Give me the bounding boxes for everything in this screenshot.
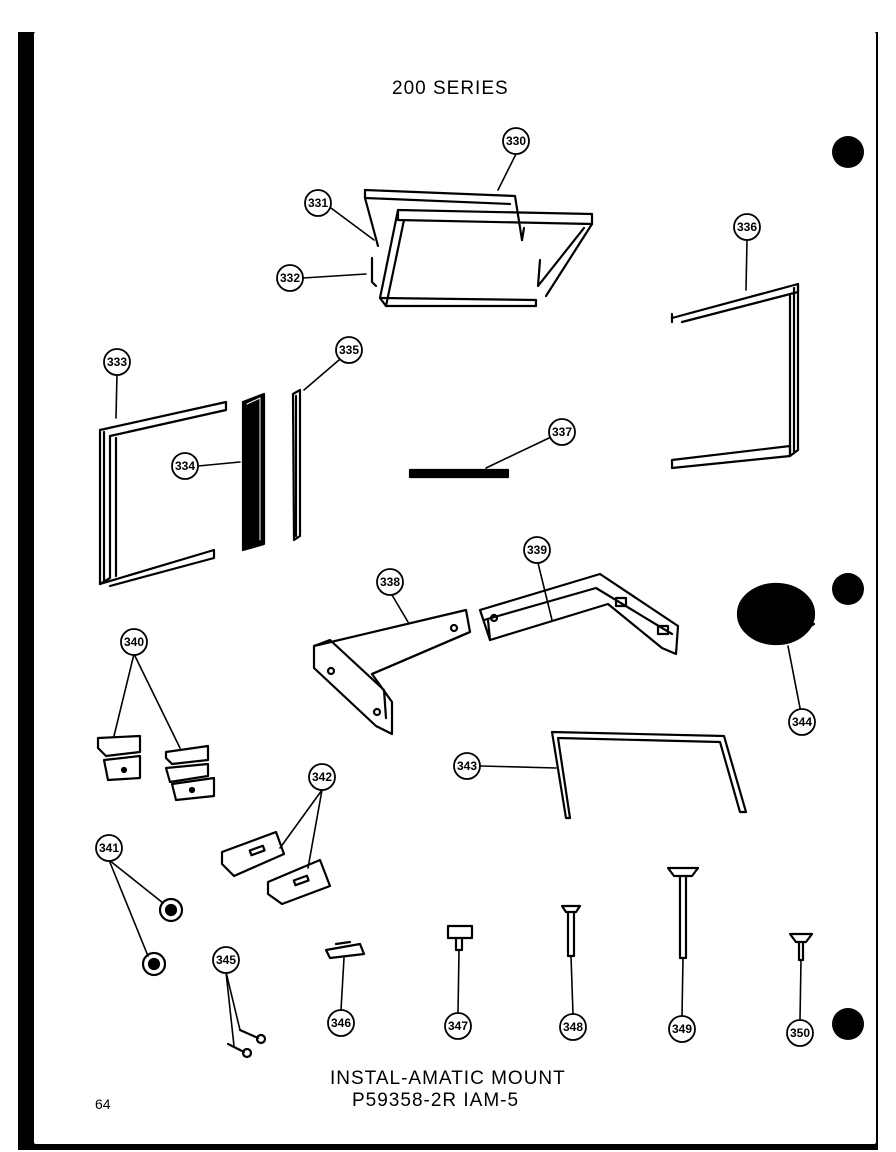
part-344-cover [736, 582, 816, 646]
callout-334: 334 [171, 452, 199, 480]
callout-331-label: 331 [308, 196, 328, 210]
scan-border [18, 32, 878, 1150]
callout-340: 340 [120, 628, 148, 656]
part-339-bracket [478, 572, 680, 656]
part-335-strip [291, 388, 302, 542]
binder-hole-bottom [832, 1008, 864, 1040]
callout-341-label: 341 [99, 841, 119, 855]
callout-345: 345 [212, 946, 240, 974]
callout-337-label: 337 [552, 425, 572, 439]
callout-332-label: 332 [280, 271, 300, 285]
callout-336-label: 336 [737, 220, 757, 234]
callout-343-label: 343 [457, 759, 477, 773]
callout-balloons: 330 331 332 333 334 335 336 337 338 339 … [95, 127, 816, 1047]
part-348-bolt [560, 904, 582, 958]
part-334-seal-strip [241, 392, 266, 552]
callout-349-label: 349 [672, 1022, 692, 1036]
callout-332: 332 [276, 264, 304, 292]
callout-347-label: 347 [448, 1019, 468, 1033]
part-346-nut [324, 940, 366, 960]
callout-343: 343 [453, 752, 481, 780]
callout-337: 337 [548, 418, 576, 446]
callout-334-label: 334 [175, 459, 195, 473]
callout-350-label: 350 [790, 1026, 810, 1040]
part-347-bolt [446, 924, 474, 952]
callout-335-label: 335 [339, 343, 359, 357]
callout-341: 341 [95, 834, 123, 862]
callout-339: 339 [523, 536, 551, 564]
binder-hole-top [832, 136, 864, 168]
callout-330-label: 330 [506, 134, 526, 148]
callout-346-label: 346 [331, 1016, 351, 1030]
part-350-screw [788, 932, 814, 962]
callout-349: 349 [668, 1015, 696, 1043]
callout-348-label: 348 [563, 1020, 583, 1034]
part-337-gasket [408, 468, 510, 479]
callout-347: 347 [444, 1012, 472, 1040]
part-342-brackets [220, 830, 332, 906]
part-341-nuts [141, 897, 184, 977]
part-338-bracket [312, 608, 472, 736]
callout-338-label: 338 [380, 575, 400, 589]
binder-hole-middle [832, 573, 864, 605]
part-336-side-frame [670, 282, 800, 470]
callout-345-label: 345 [216, 953, 236, 967]
part-333-side-frame [98, 400, 228, 588]
parts-sheet [34, 32, 876, 1144]
callout-331: 331 [304, 189, 332, 217]
callout-340-label: 340 [124, 635, 144, 649]
part-330-frame-assembly [363, 188, 594, 308]
callout-342-label: 342 [312, 770, 332, 784]
callout-330: 330 [502, 127, 530, 155]
part-349-long-bolt [666, 866, 700, 960]
callout-344-label: 344 [792, 715, 812, 729]
callout-339-label: 339 [527, 543, 547, 557]
part-340-clips [96, 734, 216, 802]
part-343-channel [550, 730, 748, 820]
callout-344: 344 [788, 708, 816, 736]
model-number: P59358-2R IAM-5 [352, 1090, 520, 1111]
diagram-title: INSTAL-AMATIC MOUNT [330, 1068, 566, 1089]
callout-336: 336 [733, 213, 761, 241]
series-title: 200 SERIES [392, 78, 509, 99]
callout-333: 333 [103, 348, 131, 376]
callout-346: 346 [327, 1009, 355, 1037]
callout-348: 348 [559, 1013, 587, 1041]
callout-350: 350 [786, 1019, 814, 1047]
leader-lines [108, 153, 802, 1047]
callout-333-label: 333 [107, 355, 127, 369]
part-345-screws [226, 1028, 267, 1059]
callout-335: 335 [335, 336, 363, 364]
callout-338: 338 [376, 568, 404, 596]
page-number: 64 [95, 1096, 111, 1112]
callout-342: 342 [308, 763, 336, 791]
